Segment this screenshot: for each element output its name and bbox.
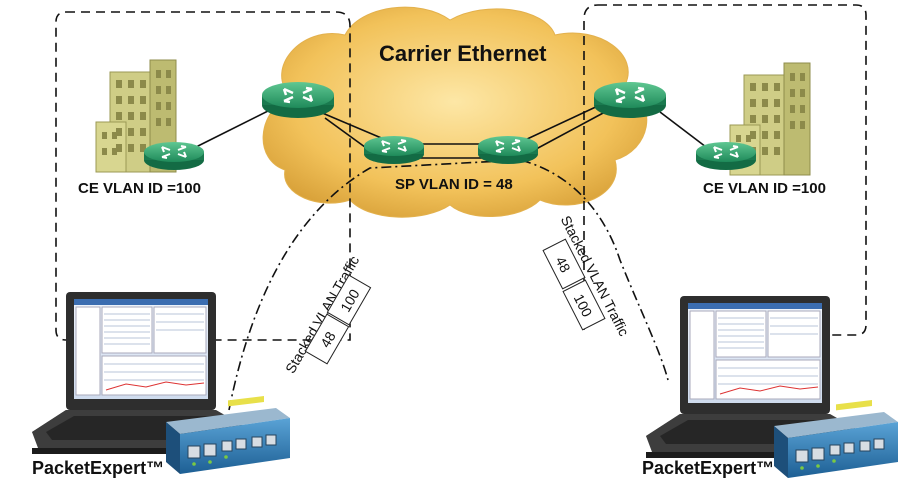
packetexpert-label-left: PacketExpert™	[32, 458, 165, 478]
link-left-ce-to-pe	[189, 104, 281, 151]
link-right-core-to-pe	[524, 104, 601, 141]
sp-vlan-label: SP VLAN ID = 48	[395, 176, 513, 193]
packetexpert-label-right: PacketExpert™	[642, 458, 775, 478]
stacked-traffic-path-left	[228, 159, 669, 411]
router-icon-left-pe	[260, 80, 336, 120]
site-boundary-left	[55, 11, 351, 341]
ce-vlan-label-right: CE VLAN ID =100	[703, 180, 826, 197]
carrier-ethernet-cloud	[262, 6, 648, 218]
ce-vlan-label-left: CE VLAN ID =100	[78, 180, 201, 197]
cloud-title: Carrier Ethernet	[379, 41, 547, 66]
router-icon-core-left	[363, 135, 425, 165]
router-icon-core-right	[477, 135, 539, 165]
link-left-pe-to-core	[319, 111, 387, 141]
link-right-pe-to-ce	[659, 111, 711, 151]
router-icon-left-ce	[143, 141, 205, 171]
site-boundary-right	[583, 4, 867, 336]
link-right-core-to-pe-2	[524, 111, 606, 156]
router-icon-right-pe	[592, 80, 668, 120]
router-icon-right-ce	[695, 141, 757, 171]
